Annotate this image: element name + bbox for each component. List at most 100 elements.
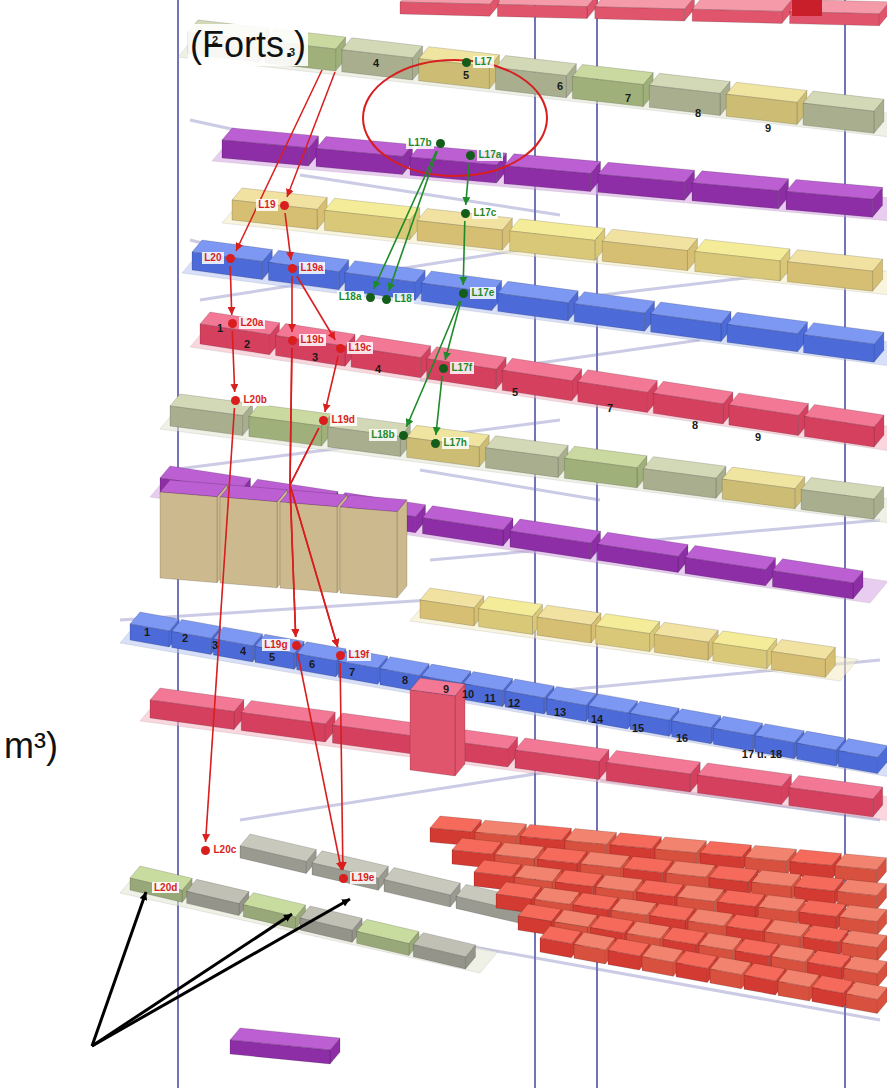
chamber-number: 8 <box>692 419 698 431</box>
chamber-number: 2 <box>182 632 188 644</box>
chamber-front <box>510 231 595 260</box>
point-label: L19c <box>347 342 374 354</box>
point-dot <box>462 58 471 67</box>
chamber-front <box>588 706 627 729</box>
chamber-front <box>497 4 587 18</box>
chamber-number: 17 u. 18 <box>742 748 782 760</box>
chamber-front <box>598 174 684 200</box>
chamber-number: 11 <box>484 692 496 704</box>
sample-point: L17 <box>462 56 494 68</box>
flow-arrow <box>436 376 442 435</box>
chamber-front <box>187 891 239 915</box>
chamber-front <box>722 479 795 509</box>
chamber-front <box>838 751 877 774</box>
chamber-front <box>340 507 397 598</box>
chamber-front <box>384 880 450 907</box>
chamber-front <box>744 975 775 995</box>
chamber-front <box>778 981 809 1001</box>
chamber-front <box>192 252 262 280</box>
flow-arrow <box>298 653 342 870</box>
chamber-front <box>729 405 799 436</box>
chamber-front <box>427 359 497 390</box>
chamber-number: 4 <box>240 645 246 657</box>
flow-arrow <box>466 163 470 205</box>
chamber-front <box>595 7 685 21</box>
sample-point: L17h <box>431 437 469 449</box>
flow-arrow <box>230 266 232 315</box>
point-label: L20b <box>242 394 269 406</box>
chamber-number: 9 <box>765 122 771 134</box>
chamber-front <box>685 558 766 586</box>
flow-arrow <box>290 348 338 647</box>
chamber-number: 6 <box>309 658 315 670</box>
chamber-front <box>328 427 401 457</box>
point-label: L17b <box>406 137 433 149</box>
chamber-front <box>423 518 504 546</box>
chamber-front <box>505 691 544 714</box>
chamber-front <box>642 957 673 977</box>
chamber-front <box>698 775 782 805</box>
chamber-front <box>801 490 874 520</box>
chamber-front <box>150 700 234 730</box>
point-label: L19a <box>299 262 326 274</box>
chamber-front <box>695 251 780 280</box>
point-label: L18b <box>369 429 396 441</box>
chamber-number: 4 <box>373 57 379 69</box>
chamber-front <box>240 846 306 873</box>
sample-point: L20c <box>201 844 239 856</box>
chamber-front <box>596 626 650 652</box>
chamber-front <box>606 763 690 793</box>
chamber-number: 16 <box>676 732 688 744</box>
chamber-front <box>333 725 417 755</box>
sample-point: L19f <box>336 649 372 661</box>
flow-arrow <box>463 221 465 285</box>
point-label: L17a <box>477 149 504 161</box>
chamber-front <box>598 544 679 572</box>
chamber-front <box>498 293 568 321</box>
chamber-front <box>653 393 723 424</box>
chamber-front <box>792 0 822 16</box>
sample-point: L18a <box>337 291 375 303</box>
chamber-front <box>630 713 669 736</box>
chamber-front <box>727 324 797 352</box>
chamber-front <box>268 262 338 290</box>
chamber-front <box>692 183 778 209</box>
chamber-top <box>255 634 304 653</box>
point-dot <box>226 254 235 263</box>
ramp-tunnel <box>380 930 880 1020</box>
chamber-front <box>220 497 277 588</box>
sample-point: L19g <box>262 639 300 651</box>
point-label: L18a <box>337 291 364 303</box>
flow-arrow <box>297 276 335 340</box>
heading-fragment: (Forts.) <box>188 24 308 66</box>
flow-arrow <box>291 276 293 332</box>
chamber-front <box>357 931 409 955</box>
pointer-arrow <box>92 914 292 1046</box>
flow-arrow <box>206 408 235 842</box>
chamber-front <box>803 103 874 133</box>
point-dot <box>231 396 240 405</box>
chamber-number: 2 <box>244 338 250 350</box>
chamber-front <box>797 743 836 766</box>
chamber-front <box>649 85 720 115</box>
chamber-number: 13 <box>554 706 566 718</box>
chamber-front <box>515 750 599 780</box>
sample-point: L17b <box>406 137 444 149</box>
point-dot <box>288 264 297 273</box>
chamber-front <box>654 634 708 660</box>
chamber-front <box>787 262 872 291</box>
flow-arrow <box>325 356 338 412</box>
chamber-front <box>572 76 643 106</box>
chamber-number: 4 <box>375 363 381 375</box>
chamber-number: 1 <box>217 322 223 334</box>
sample-point: L19c <box>336 342 374 354</box>
sample-point: L19 <box>256 199 288 211</box>
flow-arrow <box>340 663 343 870</box>
pointer-arrow <box>92 892 146 1046</box>
chamber-front <box>672 721 711 744</box>
flow-arrow <box>374 151 437 289</box>
chamber-front <box>710 969 741 989</box>
chamber-number: 1 <box>144 626 150 638</box>
